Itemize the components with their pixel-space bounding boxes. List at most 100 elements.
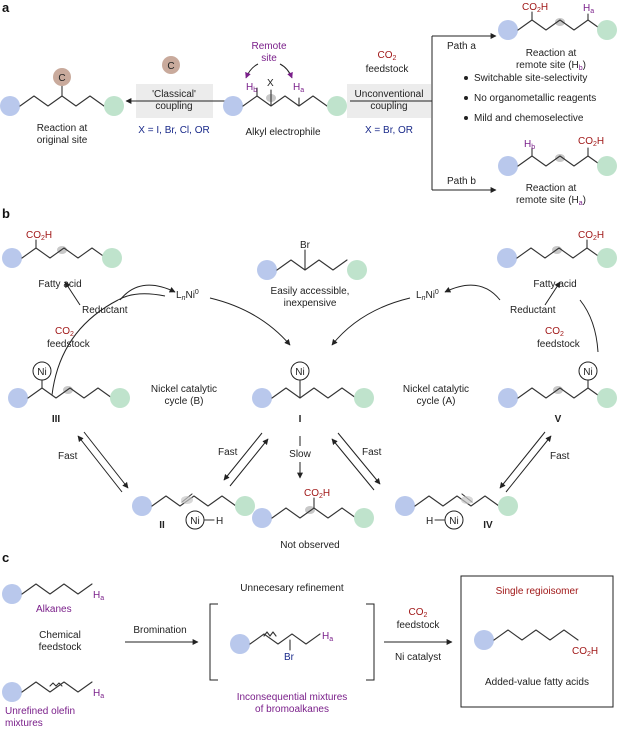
fatty-acid-right-molecule <box>497 239 617 268</box>
feedstock-c: feedstock <box>397 620 441 631</box>
chemical-line2: feedstock <box>39 642 83 653</box>
intermediate-V: Ni <box>498 361 617 408</box>
alkyl-electrophile-label: Alkyl electrophile <box>245 127 320 138</box>
fast-label-1: Fast <box>58 451 78 462</box>
mixture-br: Br <box>284 652 295 663</box>
co2-left: CO2 <box>55 326 74 338</box>
bullet-1: Switchable site-selectivity <box>474 73 587 84</box>
not-observed-co2h: CO2H <box>304 488 330 500</box>
olefin-line2: mixtures <box>5 718 43 729</box>
ni-III: Ni <box>37 367 46 378</box>
feedstock-label-a: feedstock <box>366 64 410 75</box>
cycle-b-line2: cycle (B) <box>165 396 204 407</box>
left-bracket <box>209 603 218 681</box>
unconventional-line1: Unconventional <box>355 89 424 100</box>
reductant-arrow-left <box>119 284 176 301</box>
cycle-a-line2: cycle (A) <box>417 396 456 407</box>
classical-product-molecule: C <box>0 68 124 116</box>
feedstock-left: feedstock <box>47 339 91 350</box>
olefin-molecule <box>2 681 93 702</box>
path-b-hb: Hb <box>524 139 535 151</box>
blue-circle-icon <box>0 96 20 116</box>
path-b-co2h: CO2H <box>578 136 604 148</box>
brown-circle-icon <box>53 68 71 86</box>
final-product-molecule <box>474 629 579 650</box>
alkane-molecule <box>2 583 93 604</box>
eq-left-back <box>77 435 123 493</box>
green-circle-icon <box>104 96 124 116</box>
ni-I: Ni <box>295 367 304 378</box>
path-b-product-molecule <box>498 147 617 176</box>
mixtures-line1: Inconsequential mixtures <box>237 692 348 703</box>
lnni0-to-I-right-arrow <box>331 297 411 346</box>
eq-right-forward <box>499 431 546 489</box>
remote-site-line2: site <box>261 53 277 64</box>
path-b-label: Path b <box>447 176 476 187</box>
h-IV: H <box>426 516 433 527</box>
unconventional-line2: coupling <box>370 101 407 112</box>
ni-II: Ni <box>190 516 199 527</box>
reductant-right: Reductant <box>510 305 556 316</box>
c-reagent-label: C <box>167 61 174 72</box>
unconventional-halide-list: X = Br, OR <box>365 125 413 136</box>
bullet-3: Mild and chemoselective <box>474 113 584 124</box>
to-fatty-acid-left-arrow <box>64 281 81 306</box>
path-a-ha: Ha <box>583 3 594 15</box>
accessible-line2: inexpensive <box>284 298 337 309</box>
slow-label: Slow <box>289 449 311 460</box>
co2-c: CO2 <box>409 607 428 619</box>
label-V: V <box>555 414 562 425</box>
bromoalkane-mixture-molecule <box>230 631 321 654</box>
features-list: Switchable site-selectivity No organomet… <box>464 73 596 124</box>
path-b-result-line1: Reaction at <box>526 183 577 194</box>
fatty-acid-right-co2h: CO2H <box>578 230 604 242</box>
co2-label-a: CO2 <box>378 50 397 62</box>
co2-right: CO2 <box>545 326 564 338</box>
III-to-fatty-left-curve <box>51 299 119 396</box>
ni-IV: Ni <box>449 516 458 527</box>
eq-I-II-forward <box>223 432 263 481</box>
path-a-co2h: CO2H <box>522 2 548 14</box>
to-fatty-acid-right-arrow <box>544 281 561 306</box>
final-co2h: CO2H <box>572 646 598 658</box>
path-a-label: Path a <box>447 41 476 52</box>
remote-site-arrow-left <box>245 63 259 79</box>
cycle-b-line1: Nickel catalytic <box>151 384 217 395</box>
hb-label: Hb <box>246 82 257 94</box>
cycle-a-line1: Nickel catalytic <box>403 384 469 395</box>
alkanes-label: Alkanes <box>36 604 72 615</box>
unnecessary-label: Unnecesary refinement <box>240 583 344 594</box>
remote-site-line1: Remote <box>251 41 286 52</box>
eq-I-II-back <box>229 438 269 487</box>
label-III: III <box>52 414 61 425</box>
path-a-result-line2: remote site (Hb) <box>516 60 586 72</box>
reductant-arrow-right <box>444 284 501 301</box>
fatty-acid-right-label: Fatty acid <box>533 279 576 290</box>
bromo-br-label: Br <box>300 240 311 251</box>
lnni0-to-I-left-arrow <box>209 297 291 346</box>
fatty-acid-left-label: Fatty acid <box>38 279 81 290</box>
intermediate-I: Ni <box>252 361 374 408</box>
feedstock-right: feedstock <box>537 339 581 350</box>
panel-a-label: a <box>2 0 10 15</box>
ni-catalyst-label: Ni catalyst <box>395 652 441 663</box>
eq-right-back <box>505 435 552 493</box>
x-label: X <box>267 78 274 89</box>
intermediate-IV: Ni H <box>395 493 518 530</box>
classical-coupling-line2: coupling <box>155 101 192 112</box>
reductant-left: Reductant <box>82 305 128 316</box>
path-a-product-molecule <box>498 11 617 40</box>
label-II: II <box>159 520 165 531</box>
remote-site-arrow-right <box>279 63 293 79</box>
mixture-ha: Ha <box>322 631 333 643</box>
panel-b-label: b <box>2 206 10 221</box>
classical-coupling-line1: 'Classical' <box>152 89 196 100</box>
eq-I-IV-forward <box>337 432 381 485</box>
path-b-result-line2: remote site (Ha) <box>516 195 586 207</box>
eq-left-forward <box>83 431 129 489</box>
fast-label-2: Fast <box>218 447 238 458</box>
original-site-line2: original site <box>37 135 88 146</box>
lnni0-right: LnNi0 <box>416 289 439 302</box>
ha-label: Ha <box>293 82 304 94</box>
panel-c-label: c <box>2 550 9 565</box>
